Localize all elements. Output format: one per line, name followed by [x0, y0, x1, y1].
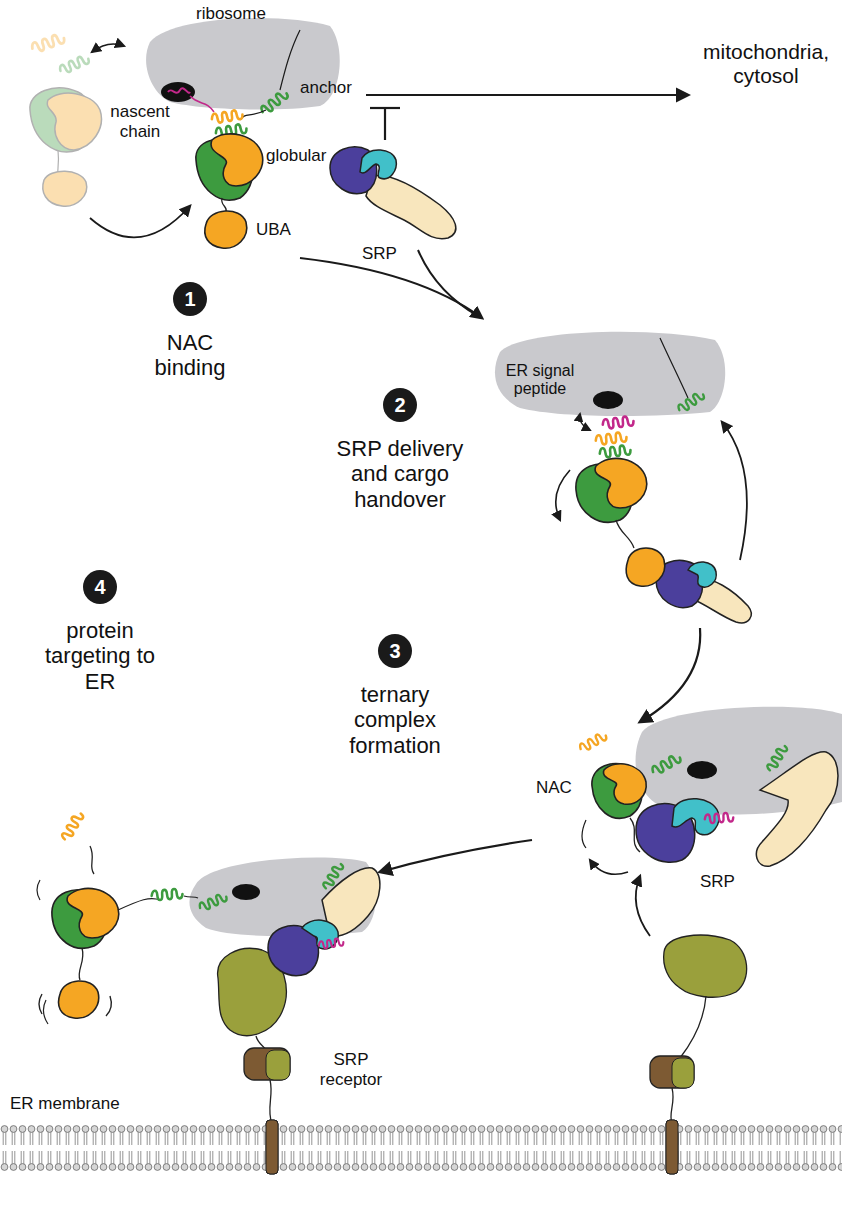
step-marker: 3 ternary complex formation	[330, 634, 460, 758]
step-caption: protein targeting to ER	[35, 618, 165, 694]
part-label: SRP	[362, 244, 397, 264]
er-membrane	[0, 1125, 842, 1171]
part-label: UBA	[256, 220, 291, 240]
part-label: SRP receptor	[306, 1050, 396, 1089]
step-caption: SRP delivery and cargo handover	[316, 436, 484, 512]
part-label: SRP	[700, 872, 735, 892]
callout-number: 4	[83, 570, 117, 604]
part-label: ribosome	[196, 4, 266, 24]
scene-srp-delivery	[495, 332, 751, 623]
step-caption: NAC binding	[130, 330, 250, 381]
callout-number: 1	[173, 282, 207, 316]
scene-er-targeting	[37, 811, 380, 1174]
part-label: ER membrane	[10, 1094, 120, 1114]
srp-free	[330, 147, 456, 239]
part-label: ER signal peptide	[497, 362, 583, 399]
part-label: anchor	[300, 78, 352, 98]
step-marker: 4 protein targeting to ER	[35, 570, 165, 694]
part-label: NAC	[536, 778, 572, 798]
part-label: nascent chain	[104, 102, 176, 141]
step-marker: 1NAC binding	[130, 282, 250, 381]
scene-nac-binding	[30, 18, 340, 248]
step-marker: 2SRP delivery and cargo handover	[316, 388, 484, 512]
callout-number: 2	[383, 388, 417, 422]
step-caption: ternary complex formation	[330, 682, 460, 758]
part-label: mitochondria, cytosol	[694, 40, 838, 88]
callout-number: 3	[378, 634, 412, 668]
route-arrow	[366, 94, 688, 96]
scene-ternary-complex	[578, 707, 842, 936]
part-label: globular	[266, 146, 327, 166]
